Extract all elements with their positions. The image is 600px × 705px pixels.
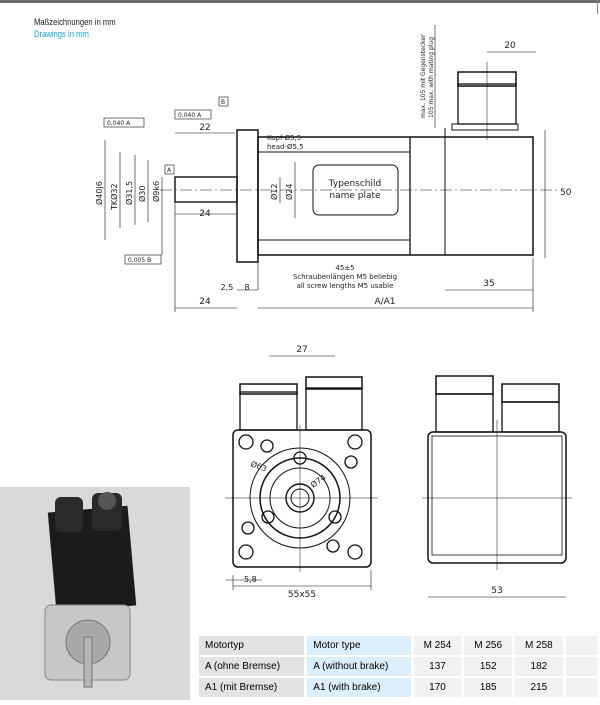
row-label-de: Motortyp xyxy=(199,636,305,655)
dim-d63: Ø63 xyxy=(249,458,268,473)
title-english: Drawings in mm xyxy=(34,29,89,39)
dim-22: 22 xyxy=(199,123,210,133)
cell: M 256 xyxy=(464,636,513,655)
dim-20: 20 xyxy=(504,41,516,51)
plug-note-de: max. 105 mit Gegenstecker xyxy=(420,34,427,118)
dim-35: 35 xyxy=(483,279,494,289)
product-photo xyxy=(0,487,190,700)
motor-image xyxy=(44,492,137,688)
row-label-en: A1 (with brake) xyxy=(307,678,411,697)
dim-d31-5: Ø31,5 xyxy=(124,181,134,205)
cell: 170 xyxy=(413,678,462,697)
dim-8: 8 xyxy=(244,283,249,292)
cell: M 258 xyxy=(515,636,563,655)
datum-a: A xyxy=(167,167,172,174)
head-note-de: Kopf-Ø5,5 xyxy=(267,134,301,142)
head-note-en: head-Ø5,5 xyxy=(267,143,304,151)
dim-d40: Ø40j6 xyxy=(94,181,104,205)
dim-55x55: 55x55 xyxy=(288,590,316,600)
cell: 182 xyxy=(515,657,563,676)
cell: 215 xyxy=(515,678,563,697)
cell-empty xyxy=(565,678,597,697)
screw-dim: 45±5 xyxy=(335,264,354,272)
row-label-de: A (ohne Bremse) xyxy=(199,657,305,676)
row-label-de: A1 (mit Bremse) xyxy=(199,678,305,697)
dim-53: 53 xyxy=(491,586,502,596)
motor-spec-table: Motortyp Motor type M 254 M 256 M 258 A … xyxy=(196,634,600,699)
cell: 152 xyxy=(464,657,513,676)
row-label-en: A (without brake) xyxy=(307,657,411,676)
dim-d12: Ø12 xyxy=(269,184,279,200)
cell: 137 xyxy=(413,657,462,676)
plug-note-en: 105 max. with mating plug xyxy=(428,37,435,118)
screw-note-de: Schraubenlängen M5 beliebig xyxy=(293,273,397,281)
front-view: 27 55x55 5,8 Ø63 Ø74 xyxy=(225,345,378,600)
dim-d24: Ø24 xyxy=(284,184,294,200)
dim-50: 50 xyxy=(560,188,572,198)
screw-note-en: all screw lengths M5 usable xyxy=(297,282,394,290)
dim-27: 27 xyxy=(296,345,307,355)
tolerance-frame-2: 0,040 A xyxy=(178,112,202,119)
dim-24-shaft: 24 xyxy=(199,209,211,219)
top-border xyxy=(0,0,600,3)
dim-a-a1: A/A1 xyxy=(374,297,395,307)
table-row: A1 (mit Bremse) A1 (with brake) 170 185 … xyxy=(199,678,597,697)
rear-view: 53 xyxy=(422,375,572,598)
dim-5-8: 5,8 xyxy=(244,575,257,584)
dim-2-5: 2,5 xyxy=(221,283,234,292)
cell-empty xyxy=(565,636,597,655)
table-row: Motortyp Motor type M 254 M 256 M 258 xyxy=(199,636,597,655)
cell: 185 xyxy=(464,678,513,697)
dim-d30: Ø30 xyxy=(137,186,147,202)
title-german: Maßzeichnungen in mm xyxy=(34,17,116,27)
dim-d9: Ø9k6 xyxy=(151,181,161,202)
table-row: A (ohne Bremse) A (without brake) 137 15… xyxy=(199,657,597,676)
tolerance-frame-3: 0,005 B xyxy=(128,257,151,264)
tolerance-frame-1: 0,040 A xyxy=(107,120,131,127)
datum-b: B xyxy=(221,99,225,106)
row-label-en: Motor type xyxy=(307,636,411,655)
divider xyxy=(597,0,598,14)
side-view: Typenschild name plate 20 50 35 A/A1 24 … xyxy=(94,25,572,312)
cell-empty xyxy=(565,657,597,676)
nameplate-label-de: Typenschild xyxy=(328,179,381,189)
dim-24-bottom: 24 xyxy=(199,297,211,307)
nameplate-label-en: name plate xyxy=(329,191,381,201)
dim-tk32: TKØ32 xyxy=(109,183,119,211)
cell: M 254 xyxy=(413,636,462,655)
